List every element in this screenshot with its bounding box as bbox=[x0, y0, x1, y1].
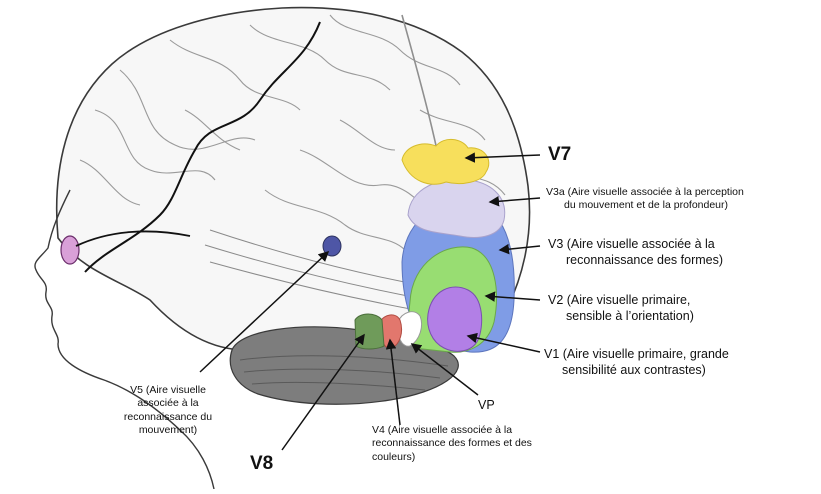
v5-area bbox=[323, 236, 341, 256]
v8-label: V8 bbox=[250, 452, 273, 476]
v1-area bbox=[428, 287, 482, 351]
v5-label-line-3: reconnaissance du bbox=[108, 411, 228, 424]
v3-label-line-1: V3 (Aire visuelle associée à la bbox=[548, 236, 723, 252]
v3-label: V3 (Aire visuelle associée à la reconnai… bbox=[548, 236, 723, 268]
v1-label-line-2: sensibilité aux contrastes) bbox=[544, 362, 729, 378]
v3a-label-line-1: V3a (Aire visuelle associée à la percept… bbox=[546, 186, 744, 199]
v2-label: V2 (Aire visuelle primaire, sensible à l… bbox=[548, 292, 694, 324]
v4-label: V4 (Aire visuelle associée à la reconnai… bbox=[372, 424, 532, 464]
v4-label-line-3: couleurs) bbox=[372, 451, 532, 464]
eye-shape bbox=[61, 236, 79, 264]
v3a-label-line-2: du mouvement et de la profondeur) bbox=[546, 199, 744, 212]
v4-label-line-1: V4 (Aire visuelle associée à la bbox=[372, 424, 532, 437]
v2-label-line-2: sensible à l’orientation) bbox=[548, 308, 694, 324]
v8-area bbox=[355, 314, 384, 349]
v5-label-line-4: mouvement) bbox=[108, 424, 228, 437]
v4-label-line-2: reconnaissance des formes et des bbox=[372, 437, 532, 450]
v1-label-line-1: V1 (Aire visuelle primaire, grande bbox=[544, 346, 729, 362]
v1-label: V1 (Aire visuelle primaire, grande sensi… bbox=[544, 346, 729, 378]
v7-label: V7 bbox=[548, 143, 571, 167]
v5-label: V5 (Aire visuelle associée à la reconnai… bbox=[108, 384, 228, 438]
v5-label-line-1: V5 (Aire visuelle bbox=[108, 384, 228, 397]
v5-label-line-2: associée à la bbox=[108, 397, 228, 410]
vp-label: VP bbox=[478, 397, 495, 413]
v2-label-line-1: V2 (Aire visuelle primaire, bbox=[548, 292, 694, 308]
v3-label-line-2: reconnaissance des formes) bbox=[548, 252, 723, 268]
v3a-label: V3a (Aire visuelle associée à la percept… bbox=[546, 186, 744, 213]
